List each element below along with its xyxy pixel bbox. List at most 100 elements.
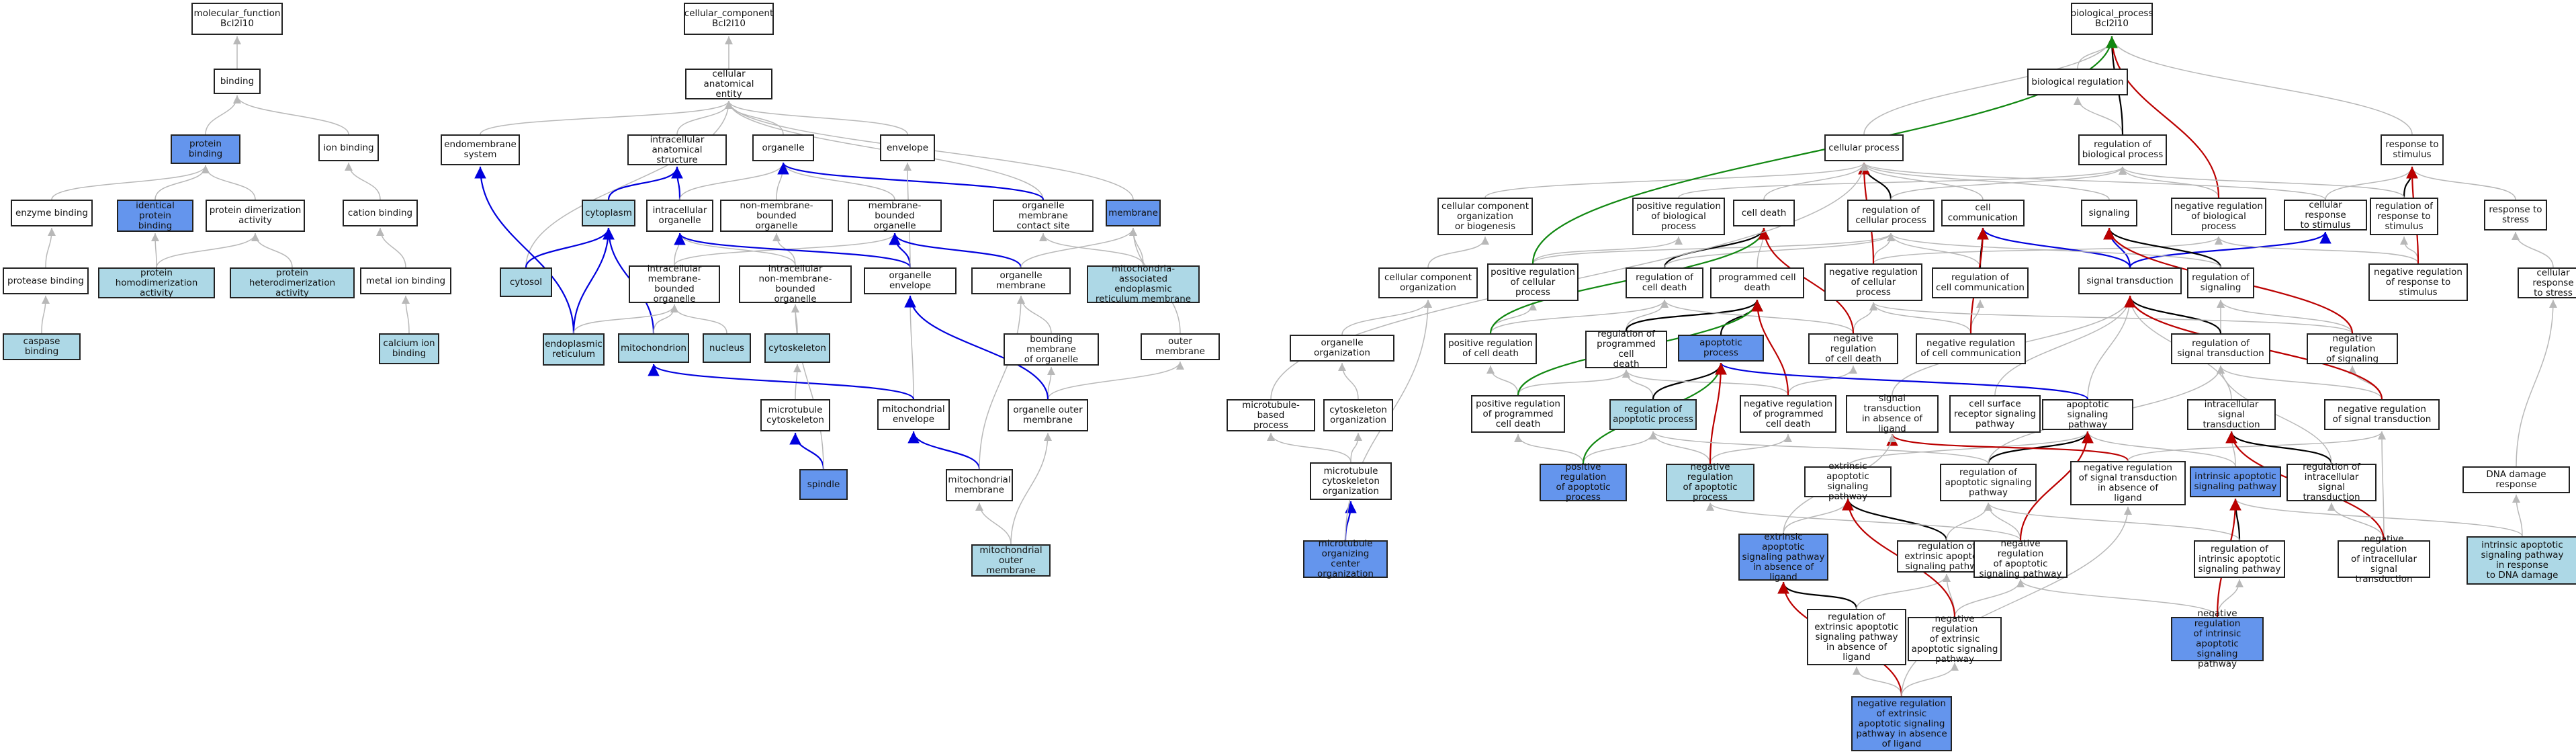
edge-cell-death-to-cellular-process [1763, 162, 1868, 200]
edge-cellular-response-stimulus-to-cellular-process [1860, 162, 2326, 200]
edge-neg-reg-st-absence-to-neg-reg-st [2127, 431, 2386, 462]
go-term-node-reg-response-stimulus: regulation of response to stimulus [2370, 198, 2438, 235]
go-term-node-ion-binding: ion binding [318, 134, 379, 161]
go-term-node-neg-reg-signaling: negative regulation of signaling [2307, 333, 2398, 364]
edge-neg-reg-intrinsic-asp-to-neg-reg-asp [2016, 579, 2218, 618]
go-term-node-extrinsic-asp: extrinsic apoptotic signaling pathway [1804, 462, 1892, 502]
go-term-node-mito-membrane: mitochondrial membrane [946, 469, 1013, 501]
edge-oom-to-organelle-envelope [904, 295, 1049, 400]
go-term-node-mt-based-process: microtubule-based process [1227, 399, 1315, 431]
go-term-node-intracellular-organelle: intracellular organelle [646, 200, 713, 232]
edge-protein-binding-to-binding [205, 95, 241, 135]
go-term-node-inmbo: intracellular non-membrane-bounded organ… [739, 264, 852, 304]
edge-reg-extrinsic-asp-to-extrinsic-asp [1842, 498, 1948, 541]
go-term-node-apoptotic-signaling: apoptotic signaling pathway [2042, 399, 2133, 430]
edge-intrinsic-asp-to-apoptotic-signaling [2084, 431, 2236, 467]
edge-cco-to-ccob [1427, 236, 1489, 268]
edge-intrinsic-asp-dna-to-dna-damage-response [2512, 494, 2523, 537]
go-term-node-pos-reg-cell-death: positive regulation of cell death [1444, 333, 1537, 364]
edge-pos-reg-apoptotic-to-pos-reg-pcd [1514, 433, 1584, 464]
go-term-node-cytosol: cytosol [500, 267, 552, 297]
go-term-node-imbo: intracellular membrane-bounded organelle [629, 264, 720, 304]
go-term-node-spindle: spindle [799, 469, 848, 500]
go-term-node-reg-apoptotic: regulation of apoptotic process [1609, 399, 1697, 430]
go-term-node-mtoc-org: microtubule organizing center organizati… [1303, 539, 1388, 579]
edge-neg-reg-cell-comm-to-neg-reg-cp [1869, 302, 1971, 334]
edge-neg-reg-extrinsic-asp-absence-to-reg-extrinsic-asp-absence [1853, 666, 1902, 697]
edge-csrsp-to-signal-transduction [1994, 295, 2134, 396]
go-term-node-intrinsic-asp-dna: intrinsic apoptotic signaling pathway in… [2467, 536, 2576, 585]
edge-organelle-to-cae [725, 100, 784, 135]
edge-reg-cell-comm-to-reg-cellular-process [1887, 233, 1981, 268]
go-term-node-membrane: membrane [1106, 200, 1161, 226]
go-term-node-ias: intracellular anatomical structure [627, 134, 727, 165]
edge-organelle-membrane-to-mbo [889, 233, 1022, 268]
edge-regulation-bp-to-biological-regulation [2074, 96, 2123, 135]
edge-er-to-cytoplasm [572, 227, 615, 334]
edge-cytosol-to-cae [525, 100, 733, 268]
go-term-node-mom: mitochondrial outer membrane [971, 544, 1051, 577]
edge-omcs-to-organelle [777, 162, 1045, 200]
edge-er-to-imbo [573, 304, 678, 334]
edge-envelope-to-cae [725, 100, 908, 135]
edge-reg-intracellular-st-to-reg-signal-transduction [2217, 365, 2332, 464]
edge-neg-reg-extrinsic-asp-to-neg-reg-asp [1954, 579, 2025, 618]
go-term-node-dna-damage-response: DNA damage response [2462, 466, 2570, 493]
edge-pos-reg-pcd-to-reg-pcd [1517, 369, 1630, 396]
edge-cell-communication-to-cellular-process [1860, 162, 1984, 200]
edge-pos-reg-bp-to-regulation-bp [1678, 166, 2127, 198]
go-term-node-outer-membrane: outer membrane [1141, 333, 1220, 360]
edge-neg-reg-pcd-to-neg-reg-cell-death [1787, 365, 1857, 396]
go-term-node-bmo: bounding membrane of organelle [1004, 333, 1099, 366]
edge-mito-membrane-to-mito-envelope [907, 431, 981, 470]
go-term-node-cytoskeleton-org: cytoskeleton organization [1323, 399, 1393, 431]
edge-calcium-ion-binding-to-metal-ion-binding [402, 295, 410, 334]
edge-ccob-to-cellular-process [1484, 162, 1868, 198]
edge-apoptotic-signaling-to-apoptotic-process [1715, 362, 2089, 400]
go-term-node-neg-reg-intrinsic-asp: negative regulation of intrinsic apoptot… [2171, 609, 2264, 669]
go-term-node-neg-reg-response: negative regulation of response to stimu… [2368, 263, 2468, 301]
go-term-node-protein-binding: protein binding [171, 134, 240, 164]
edge-neg-reg-apoptotic-to-neg-reg-pcd [1709, 433, 1792, 464]
go-term-node-neg-reg-asp: negative regulation of apoptotic signali… [1973, 539, 2068, 579]
edge-neg-reg-response-to-neg-reg-bp [2215, 236, 2419, 264]
go-term-node-neg-reg-st-absence: negative regulation of signal transducti… [2070, 461, 2186, 505]
edge-neg-reg-cell-death-to-neg-reg-cp [1853, 302, 1877, 334]
go-term-node-neg-reg-st: negative regulation of signal transducti… [2324, 399, 2440, 430]
edge-pos-reg-cell-death-to-reg-cell-death [1490, 299, 1669, 334]
go-term-node-neg-reg-bp: negative regulation of biological proces… [2171, 198, 2266, 235]
edge-reg-pcd-to-reg-cell-death [1626, 299, 1669, 331]
go-term-node-oom: organelle outer membrane [1008, 399, 1088, 431]
go-term-node-intrinsic-asp: intrinsic apoptotic signaling pathway [2190, 466, 2281, 497]
edge-ias-to-cae [676, 100, 733, 135]
edge-metal-ion-binding-to-cation-binding [376, 227, 406, 268]
edge-bmo-to-organelle-membrane [1017, 295, 1052, 334]
go-term-node-organelle-organization: organelle organization [1290, 335, 1394, 362]
edge-organelle-envelope-to-intracellular-organelle [674, 233, 912, 268]
edge-pos-reg-pcd-to-pos-reg-cell-death [1486, 365, 1519, 396]
edge-mt-cyto-org-to-cytoskeleton-org [1350, 432, 1362, 463]
go-term-node-mt-cyto-org: microtubule cytoskeleton organization [1310, 462, 1392, 500]
edge-endomembrane-to-cae [480, 100, 733, 135]
go-term-node-metal-ion-binding: metal ion binding [360, 267, 451, 294]
edge-mt-cyto-org-to-mt-based-process [1267, 432, 1351, 463]
edge-extrinsic-asp-to-apoptotic-signaling [1847, 431, 2092, 467]
go-term-node-neg-reg-pcd: negative regulation of programmed cell d… [1740, 395, 1836, 433]
go-term-node-pos-reg-apoptotic: positive regulation of apoptotic process [1540, 462, 1627, 503]
go-term-node-cc: cellular_component Bcl2l10 [684, 3, 774, 35]
edge-neg-reg-extrinsic-asp-absence-to-neg-reg-extrinsic-asp [1901, 662, 1959, 697]
edge-enzyme-binding-to-protein-binding [51, 165, 210, 200]
edge-intracellular-organelle-to-ias [671, 166, 683, 200]
go-term-node-cation-binding: cation binding [343, 200, 418, 226]
edge-neg-reg-st-absence-to-st-absence-ligand [1886, 433, 2129, 462]
go-term-node-reg-cellular-process: regulation of cellular process [1847, 200, 1935, 232]
go-term-node-ccob: cellular component organization or bioge… [1437, 198, 1533, 235]
edge-pos-reg-cell-death-to-pos-reg-cp [1490, 302, 1537, 334]
edge-reg-cellular-process-to-regulation-bp [1890, 166, 2127, 200]
edge-neg-reg-asp-to-neg-reg-apoptotic [1706, 502, 2021, 541]
edge-nucleus-to-imbo [670, 304, 727, 334]
edge-signal-transduction-to-cell-communication [1977, 227, 2131, 268]
edge-pos-reg-cp-to-bp [1531, 36, 2118, 264]
go-term-node-signal-transduction: signal transduction [2078, 267, 2182, 294]
edge-neg-reg-signaling-to-reg-signaling [2217, 299, 2353, 334]
